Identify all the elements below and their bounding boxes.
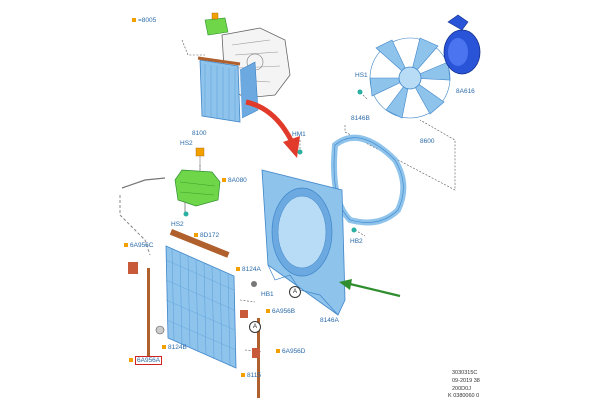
- overflow-hose: [119, 195, 151, 256]
- label-8a080: 8A080: [222, 177, 247, 185]
- label-8a616: 8A616: [456, 88, 475, 95]
- label-8124a: 8124A: [236, 266, 261, 274]
- fan-ring-icon: [331, 134, 407, 226]
- bracket-6a956c-icon: [128, 262, 138, 274]
- label-6a956b: 6A956B: [266, 308, 295, 316]
- label-hs2-bottom: HS2: [171, 221, 184, 228]
- bracket-6a956b-icon: [240, 310, 248, 318]
- label-8146a: 8146A: [320, 317, 339, 324]
- label-8100: 8100: [192, 130, 207, 137]
- meta-line-4: K 0380060 0: [448, 393, 480, 399]
- fan-shroud-icon: [261, 169, 346, 316]
- fan-blade-icon: [369, 37, 451, 119]
- fastener-hb2-icon: [351, 227, 357, 233]
- label-8146b: 8146B: [351, 115, 370, 122]
- reservoir-icon: [174, 147, 221, 214]
- small-reservoir-icon: [204, 12, 229, 36]
- fastener-hb1-icon: [251, 281, 257, 287]
- meta-line-1: 3030315C: [452, 370, 478, 376]
- label-8005: =8005: [132, 17, 156, 25]
- red-arrow-icon: [245, 99, 300, 158]
- drain-plug-icon: [155, 325, 165, 335]
- label-hb2: HB2: [350, 238, 363, 245]
- label-hb1: HB1: [261, 291, 274, 298]
- meta-line-2: 09-2019 38: [452, 378, 480, 384]
- radiator-icon: [165, 245, 237, 369]
- label-8115: 8115: [241, 372, 261, 380]
- label-6a956-boxed: 6A956A: [129, 356, 163, 365]
- label-hs1: HS1: [355, 72, 368, 79]
- fastener-hs2-icon: [183, 211, 189, 217]
- callout-circle-a-2: A: [249, 321, 261, 333]
- label-6a956d: 6A956D: [276, 348, 306, 356]
- label-hs2-top: HS2: [180, 140, 193, 147]
- gasket-strip-icon: [169, 228, 230, 258]
- coolant-hose: [121, 177, 166, 189]
- label-6a956c: 6A956C: [124, 242, 154, 250]
- label-8d172: 8D172: [194, 232, 219, 240]
- fastener-hs1-icon: [357, 89, 363, 95]
- fan-motor-icon: [443, 14, 481, 75]
- label-8124b: 8124B: [162, 344, 187, 352]
- label-8600: 8600: [420, 138, 435, 145]
- green-arrow-icon: [339, 279, 401, 298]
- side-strip-left-icon: [147, 268, 150, 356]
- bracket-6a956d-icon: [252, 348, 260, 358]
- fastener-hm1-icon: [297, 149, 303, 155]
- small-radiator-icon: [197, 56, 259, 123]
- callout-circle-a-1: A: [289, 286, 301, 298]
- label-hm1: HM1: [292, 131, 306, 138]
- meta-line-3: 200D0J: [452, 386, 471, 392]
